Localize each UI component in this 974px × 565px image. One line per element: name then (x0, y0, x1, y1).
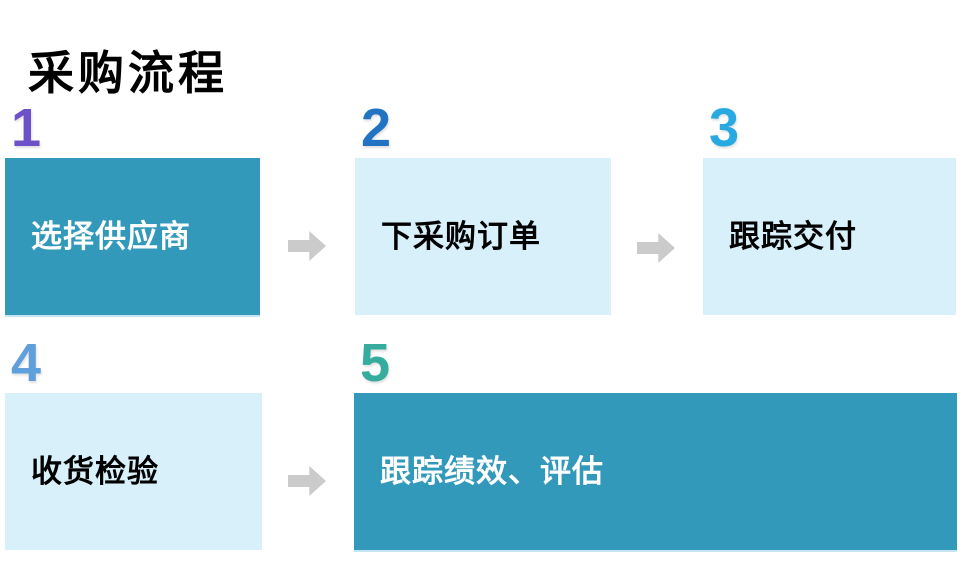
step-4-label: 收货检验 (31, 453, 159, 489)
step-5-number: 5 (360, 333, 391, 393)
step-3-box: 跟踪交付 (703, 158, 956, 315)
step-1-number: 1 (11, 98, 42, 158)
step-3-number: 3 (709, 98, 740, 158)
arrow-right-icon (288, 231, 326, 261)
step-3-label: 跟踪交付 (729, 218, 857, 254)
step-1-box: 选择供应商 (5, 158, 260, 315)
step-2-number: 2 (361, 98, 392, 158)
step-1-label: 选择供应商 (31, 218, 191, 254)
step-5-label: 跟踪绩效、评估 (380, 453, 604, 489)
step-4-box: 收货检验 (5, 393, 262, 550)
arrow-right-icon (288, 466, 326, 496)
step-4-number: 4 (11, 333, 42, 393)
page-title: 采购流程 (28, 46, 228, 99)
step-5-box: 跟踪绩效、评估 (354, 393, 957, 550)
arrow-right-icon (637, 233, 675, 263)
step-2-label: 下采购订单 (381, 218, 541, 254)
step-2-box: 下采购订单 (355, 158, 611, 315)
